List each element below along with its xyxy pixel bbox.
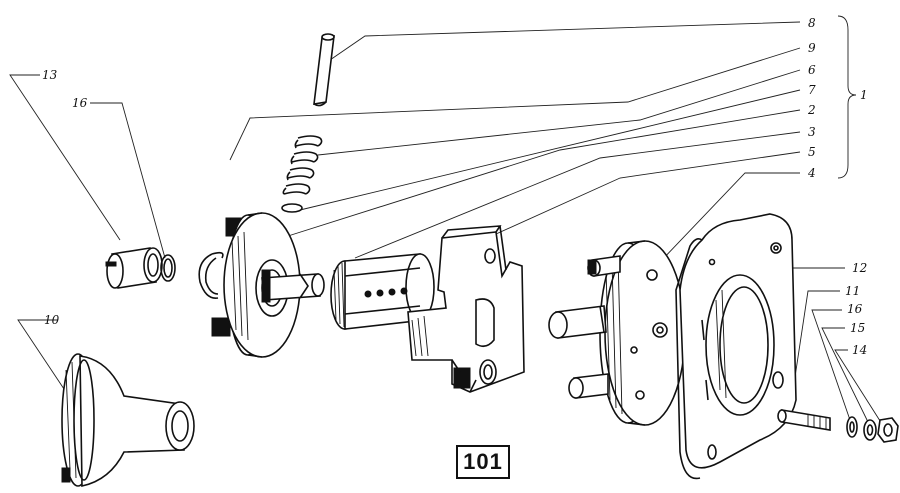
leader-9 — [229, 47, 801, 161]
part-spring-washer — [863, 419, 877, 441]
leader-4 — [659, 172, 800, 263]
leader-3 — [354, 131, 801, 259]
callout-5: 5 — [808, 145, 816, 159]
callout-4: 4 — [807, 166, 816, 180]
callout-16b: 16 — [847, 302, 863, 316]
callout-2: 2 — [807, 103, 816, 117]
part-mounting-flange — [675, 213, 797, 480]
part-fork-block — [407, 225, 525, 393]
callout-8: 8 — [808, 16, 816, 30]
callout-10: 10 — [44, 313, 60, 327]
callout-1: 1 — [860, 88, 868, 102]
callout-16a: 16 — [72, 96, 88, 110]
part-sleeve — [105, 247, 163, 289]
part-pin — [313, 33, 335, 107]
part-coupling-sleeve — [330, 253, 435, 330]
leader-8 — [329, 21, 801, 61]
figure-number-box: 101 — [456, 445, 510, 479]
callout-15: 15 — [850, 321, 865, 335]
part-housing — [61, 353, 195, 487]
bracket-1 — [837, 15, 857, 179]
leader-15 — [821, 327, 869, 423]
part-spring — [282, 135, 323, 195]
callout-13: 13 — [42, 68, 58, 82]
callout-12: 12 — [852, 261, 867, 275]
leader-2 — [287, 109, 801, 237]
leader-11 — [789, 290, 840, 411]
part-lock-ring — [160, 254, 176, 282]
leader-13 — [9, 74, 121, 241]
part-nut — [877, 417, 899, 443]
callout-14: 14 — [852, 343, 867, 357]
leader-14 — [834, 349, 883, 425]
leader-16a — [90, 102, 166, 259]
part-drive-plate — [548, 240, 686, 426]
leader-10 — [17, 319, 69, 396]
callout-3: 3 — [808, 125, 816, 139]
callout-labels: 8 9 6 7 2 3 5 4 1 13 16 10 12 11 16 15 1… — [42, 16, 868, 357]
leader-5 — [464, 151, 801, 249]
part-bolt — [777, 409, 831, 431]
leader-6 — [317, 69, 801, 156]
leader-16b — [811, 309, 851, 421]
part-small-ball — [281, 203, 303, 213]
callout-7: 7 — [808, 83, 816, 97]
leader-7 — [299, 89, 801, 211]
part-snap-ring — [198, 251, 224, 299]
callout-9: 9 — [808, 41, 816, 55]
part-washer — [846, 416, 858, 438]
callout-11: 11 — [845, 284, 860, 298]
callout-6: 6 — [808, 63, 816, 77]
part-flange-disc — [211, 212, 325, 358]
